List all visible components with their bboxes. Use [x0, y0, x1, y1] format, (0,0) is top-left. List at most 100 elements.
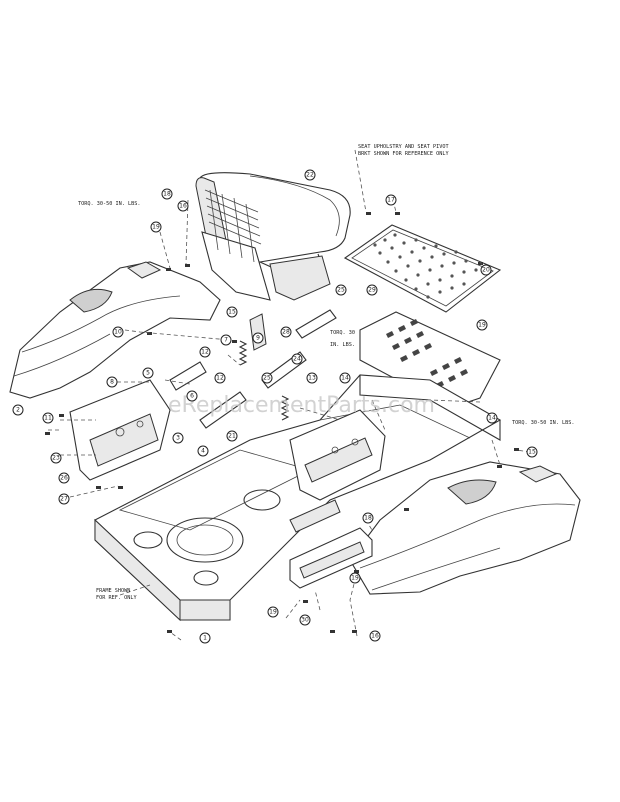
svg-text:9: 9: [256, 335, 260, 342]
callout: 15: [226, 306, 238, 318]
svg-text:16: 16: [371, 633, 379, 640]
svg-text:3: 3: [176, 435, 180, 442]
callout: 19: [349, 572, 361, 584]
svg-text:24: 24: [293, 356, 301, 363]
svg-text:19: 19: [351, 575, 359, 582]
callout: 12: [214, 372, 226, 384]
svg-text:23: 23: [52, 455, 60, 462]
callout: 25: [335, 284, 347, 296]
callout: 14: [486, 412, 498, 424]
svg-text:6: 6: [190, 393, 194, 400]
svg-text:5: 5: [146, 370, 150, 377]
torque-note-right: TORQ. 30-50 IN. LBS.: [512, 420, 574, 426]
callout: 2: [12, 404, 24, 416]
svg-text:13: 13: [308, 375, 316, 382]
svg-text:16: 16: [179, 203, 187, 210]
torque-note-center-2: IN. LBS.: [330, 342, 355, 348]
callout: 19: [267, 606, 279, 618]
callout: 26: [58, 472, 70, 484]
callout: 6: [186, 390, 198, 402]
callout: 8: [106, 376, 118, 388]
svg-text:27: 27: [60, 496, 68, 503]
callout: 20: [480, 264, 492, 276]
callout: 18: [362, 512, 374, 524]
frame-note-2: FOR REF. ONLY: [96, 595, 137, 601]
callout: 9: [252, 332, 264, 344]
callout: 24: [291, 353, 303, 365]
svg-text:28: 28: [282, 329, 290, 336]
callout: 19: [150, 221, 162, 233]
frame-note-1: FRAME SHOWN: [96, 588, 130, 594]
svg-text:19: 19: [269, 609, 277, 616]
seat: [195, 172, 351, 301]
svg-text:18: 18: [364, 515, 372, 522]
svg-text:1: 1: [203, 635, 207, 642]
callout: 19: [476, 319, 488, 331]
svg-text:18: 18: [163, 191, 171, 198]
svg-text:14: 14: [488, 415, 496, 422]
callout: 1: [199, 632, 211, 644]
svg-text:22: 22: [306, 172, 314, 179]
seat-note-line1: SEAT UPHOLSTRY AND SEAT PIVOT: [358, 144, 449, 150]
torque-note-center-1: TORQ. 30: [330, 330, 355, 336]
callout: 27: [58, 493, 70, 505]
seat-note-line2: BRKT SHOWN FOR REFERENCE ONLY: [358, 151, 449, 157]
svg-text:29: 29: [368, 287, 376, 294]
left-side-bracket: [69, 379, 171, 481]
svg-text:25: 25: [337, 287, 345, 294]
callout: 10: [112, 326, 124, 338]
svg-text:8: 8: [110, 379, 114, 386]
callout: 17: [385, 194, 397, 206]
foot-plate: [359, 311, 501, 409]
callout: 4: [197, 445, 209, 457]
callout: 13: [306, 372, 318, 384]
svg-text:12: 12: [216, 375, 224, 382]
springs: [238, 340, 290, 421]
torque-note-left: TORQ. 30-50 IN. LBS.: [78, 201, 140, 207]
callout: 12: [199, 346, 211, 358]
svg-text:19: 19: [152, 224, 160, 231]
callout: 16: [369, 630, 381, 642]
svg-text:20: 20: [482, 267, 490, 274]
callout: 30: [299, 614, 311, 626]
right-fender: [349, 461, 581, 595]
callout: 22: [304, 169, 316, 181]
callout: 3: [172, 432, 184, 444]
callout: 7: [220, 334, 232, 346]
lower-front-bracket: [289, 527, 373, 589]
svg-text:15: 15: [228, 309, 236, 316]
svg-text:2: 2: [16, 407, 20, 414]
svg-text:17: 17: [387, 197, 395, 204]
callout: 5: [142, 367, 154, 379]
callouts: 19 16 18 22 17 20 10 15 9 7 8 12 28 24 2…: [12, 169, 538, 644]
svg-text:21: 21: [228, 433, 236, 440]
callout: 14: [339, 372, 351, 384]
callout: 23: [50, 452, 62, 464]
svg-text:25: 25: [263, 375, 271, 382]
callout: 11: [42, 412, 54, 424]
svg-text:4: 4: [201, 448, 205, 455]
svg-text:26: 26: [60, 475, 68, 482]
svg-text:10: 10: [114, 329, 122, 336]
callout: 21: [226, 430, 238, 442]
annotations: SEAT UPHOLSTRY AND SEAT PIVOT BRKT SHOWN…: [78, 144, 574, 601]
callout: 28: [280, 326, 292, 338]
svg-text:11: 11: [44, 415, 52, 422]
seat-pan-plate: [343, 224, 502, 313]
svg-text:14: 14: [341, 375, 349, 382]
callout: 25: [261, 372, 273, 384]
center-rear-bracket: [289, 409, 386, 501]
svg-text:7: 7: [224, 337, 228, 344]
svg-text:30: 30: [301, 617, 309, 624]
watermark: eReplacementParts.com: [168, 393, 435, 418]
svg-text:19: 19: [478, 322, 486, 329]
callout: 16: [177, 200, 189, 212]
svg-text:12: 12: [201, 349, 209, 356]
callout: 29: [366, 284, 378, 296]
main-frame: [94, 374, 502, 622]
callout: 18: [161, 188, 173, 200]
callout: 15: [526, 446, 538, 458]
svg-text:15: 15: [528, 449, 536, 456]
